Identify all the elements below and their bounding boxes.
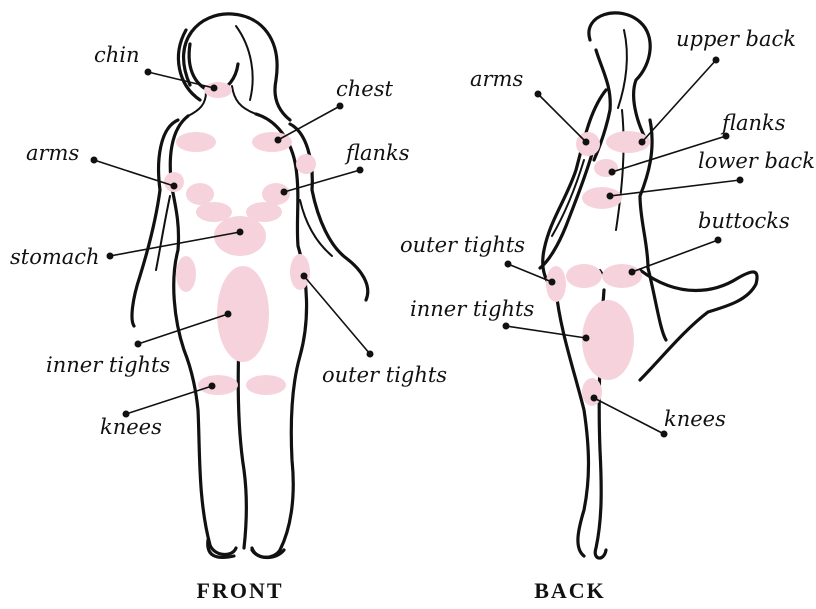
back-leader-lower-back [610, 180, 740, 196]
front-label-knees: knees [100, 415, 162, 439]
back-label-upper-back: upper back [676, 27, 796, 51]
front-dot-flanks [357, 167, 364, 174]
back-dot-knees [661, 431, 668, 438]
front-leader-outer-tights [304, 276, 370, 354]
front-zone-chin [204, 82, 232, 98]
front-leader-arms [94, 160, 174, 186]
back-label-lower-back: lower back [698, 149, 815, 173]
front-dot-arms [91, 157, 98, 164]
back-zone-buttock-right [602, 264, 642, 288]
front-zone-knee-right [246, 375, 286, 395]
front-dot-chest [337, 103, 344, 110]
back-dot-upper-back-target [639, 139, 646, 146]
front-zone-outer-tight-right [290, 254, 310, 290]
front-dot-flanks-target [281, 189, 288, 196]
back-dot-inner-tights-target [583, 335, 590, 342]
front-label-arms: arms [26, 141, 79, 165]
front-zone-chest-left [176, 132, 216, 152]
back-leader-knees [594, 398, 664, 434]
front-zone-outer-tight-left [176, 256, 196, 292]
back-label-knees: knees [664, 407, 726, 431]
back-body-right [640, 120, 666, 340]
back-zone-lower-back [582, 187, 622, 209]
back-caption: BACK [534, 578, 606, 603]
back-label-outer-tights: outer tights [400, 233, 525, 257]
back-label-inner-tights: inner tights [410, 297, 534, 321]
front-dot-inner-tights-target [225, 311, 232, 318]
front-label-outer-tights: outer tights [322, 363, 447, 387]
back-zones [546, 131, 650, 406]
front-dot-chin [145, 69, 152, 76]
back-raised-leg [640, 270, 757, 380]
back-zone-inner-tights [582, 300, 634, 380]
front-dot-outer-tights-target [301, 273, 308, 280]
front-dot-outer-tights [367, 351, 374, 358]
back-zone-buttock-left [566, 264, 602, 288]
front-dot-knees-target [209, 383, 216, 390]
back-label-buttocks: buttocks [698, 209, 790, 233]
back-dot-lower-back [737, 177, 744, 184]
back-dot-outer-tights [505, 261, 512, 268]
front-zone-knee-left [198, 375, 238, 395]
back-hair-outline [589, 13, 650, 140]
back-leader-inner-tights [506, 326, 586, 338]
back-dot-flanks-target [609, 169, 616, 176]
front-dot-chin-target [211, 85, 218, 92]
front-label-flanks: flanks [344, 141, 410, 165]
back-leader-arms [538, 94, 586, 142]
front-zone-flank-left [186, 183, 214, 205]
front-dot-inner-tights [135, 341, 142, 348]
front-label-stomach: stomach [10, 245, 100, 269]
back-dot-arms [535, 91, 542, 98]
back-label-arms: arms [470, 67, 523, 91]
front-caption: FRONT [197, 578, 284, 603]
back-dot-buttocks-target [629, 269, 636, 276]
front-dot-arms-target [171, 183, 178, 190]
front-leader-inner-tights [138, 314, 228, 344]
front-dot-chest-target [275, 137, 282, 144]
back-leader-upper-back [642, 60, 716, 142]
front-dot-stomach-target [237, 229, 244, 236]
back-zone-knee [582, 378, 602, 406]
front-zones [164, 82, 316, 395]
front-dot-stomach [107, 253, 114, 260]
back-dot-buttocks [715, 237, 722, 244]
front-label-chest: chest [336, 77, 393, 101]
back-label-flanks: flanks [720, 111, 786, 135]
front-label-chin: chin [94, 43, 140, 67]
back-dot-arms-target [583, 139, 590, 146]
back-dot-knees-target [591, 395, 598, 402]
front-figure: chin chest arms flanks stomach inner tig… [10, 14, 447, 603]
back-zone-outer-tight [546, 266, 566, 302]
front-leader-chest [278, 106, 340, 140]
back-hair-inner [618, 30, 627, 108]
back-dot-lower-back-target [607, 193, 614, 200]
back-dot-inner-tights [503, 323, 510, 330]
back-figure: upper back arms flanks lower back buttoc… [400, 13, 815, 603]
back-dot-upper-back [713, 57, 720, 64]
front-label-inner-tights: inner tights [46, 353, 170, 377]
back-dot-outer-tights-target [549, 279, 556, 286]
front-zone-arm-right [296, 154, 316, 174]
